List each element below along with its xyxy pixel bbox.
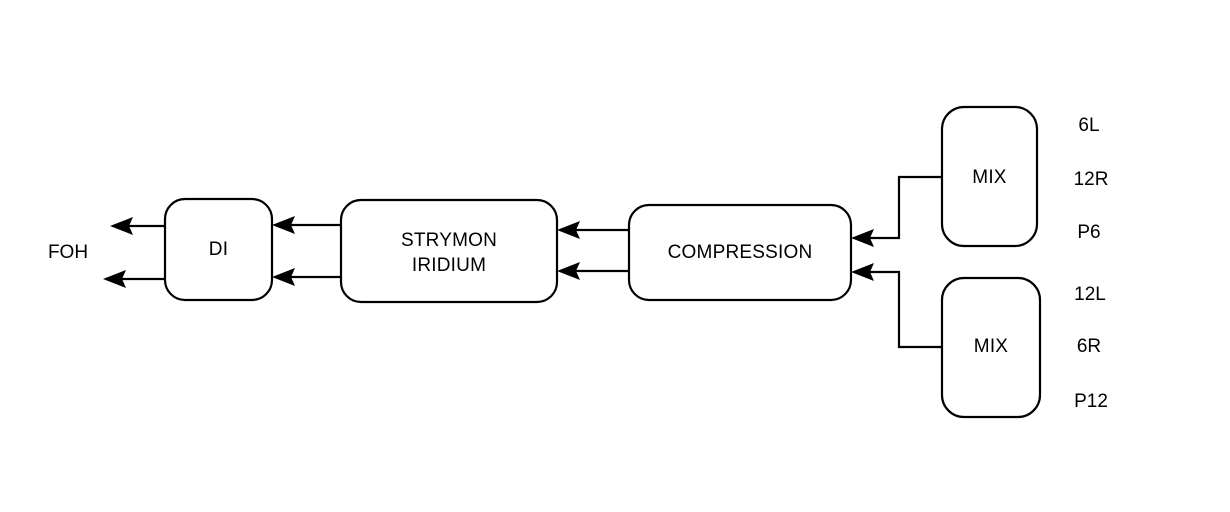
node-strymon-label-line1: STRYMON: [401, 230, 497, 251]
node-compression-label: COMPRESSION: [668, 242, 813, 263]
arrowhead-compression-to-strymon-lower: [557, 262, 580, 280]
node-mix-top-label: MIX: [972, 167, 1007, 188]
channel-label-6l: 6L: [1078, 115, 1099, 136]
node-strymon-iridium[interactable]: [339, 198, 559, 304]
node-mix-bottom[interactable]: [940, 276, 1042, 419]
node-mix-bottom-label: MIX: [974, 336, 1009, 357]
arrowhead-compression-to-strymon-upper: [557, 221, 580, 239]
arrowhead-di-to-foh-upper: [110, 217, 133, 235]
channel-label-p6: P6: [1077, 222, 1100, 243]
node-di-label: DI: [209, 239, 228, 260]
node-di[interactable]: [163, 197, 274, 302]
arrowhead-strymon-to-di-upper: [272, 216, 295, 234]
channel-label-p12: P12: [1074, 391, 1108, 412]
node-mix-top[interactable]: [940, 105, 1039, 248]
connector-mixtop-to-compression: [868, 175, 942, 240]
channel-label-6r: 6R: [1077, 336, 1101, 357]
channel-label-12l: 12L: [1074, 284, 1106, 305]
endpoint-label-foh: FOH: [48, 242, 88, 263]
arrowhead-mixtop-to-compression: [851, 229, 874, 247]
node-compression[interactable]: [627, 203, 853, 302]
connector-mixbottom-to-compression: [868, 270, 942, 349]
channel-label-12r: 12R: [1074, 169, 1109, 190]
node-strymon-label-line2: IRIDIUM: [412, 255, 486, 276]
arrowhead-di-to-foh-lower: [103, 270, 126, 288]
arrowhead-strymon-to-di-lower: [272, 268, 295, 286]
arrowhead-mixbottom-to-compression: [851, 263, 874, 281]
